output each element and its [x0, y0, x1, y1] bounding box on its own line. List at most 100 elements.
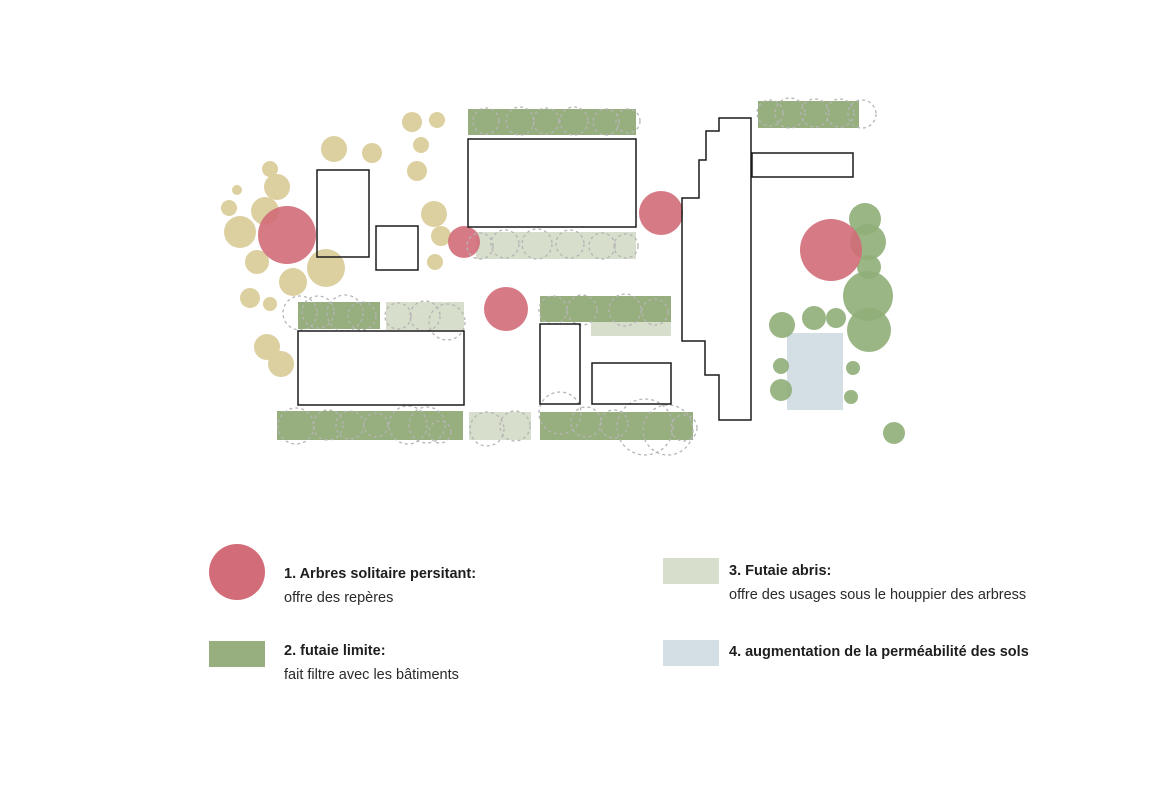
legend-description: offre des usages sous le houppier des ar… [729, 587, 1027, 603]
canopy-outline [592, 108, 620, 136]
legend-description: fait filtre avec les bâtiments [284, 667, 459, 683]
beige-tree [421, 201, 447, 227]
green-tree [844, 390, 858, 404]
canopy-outline [800, 98, 830, 128]
building [467, 138, 637, 228]
beige-tree [262, 161, 278, 177]
green-trees-layer [769, 203, 905, 444]
beige-tree [232, 185, 242, 195]
canopy-outline [599, 409, 629, 439]
limit-forest-band [540, 412, 693, 440]
buildings-layer [297, 117, 854, 421]
limit-forest-band [758, 101, 859, 128]
canopy-outline [532, 107, 560, 135]
tree-canopy-outlines-layer [277, 97, 877, 456]
canopy-outline [363, 412, 389, 438]
beige-tree [224, 216, 256, 248]
green-tree [802, 306, 826, 330]
shelter-forest-band [469, 412, 531, 440]
canopy-outline [642, 404, 694, 456]
legend-description: offre des repères [284, 590, 394, 606]
beige-tree [413, 137, 429, 153]
canopy-outline [466, 232, 494, 260]
green-tree [843, 271, 893, 321]
beige-tree [307, 249, 345, 287]
canopy-outline [538, 391, 582, 435]
legend-title: 1. Arbres solitaire persitant: [284, 566, 477, 582]
beige-tree [279, 268, 307, 296]
legend-title: 2. futaie limite: [284, 643, 386, 659]
beige-tree [427, 254, 443, 270]
canopy-outline [282, 295, 318, 331]
canopy-outline [566, 294, 598, 326]
limit-forest-band [298, 302, 380, 329]
legend-swatch-shelter-forest [663, 558, 719, 584]
building [297, 330, 465, 406]
beige-tree [362, 143, 382, 163]
legend-swatch-solitary-tree [209, 544, 265, 600]
beige-tree [240, 288, 260, 308]
canopy-outline [505, 106, 535, 136]
legend-title: 3. Futaie abris: [729, 563, 832, 579]
canopy-outline [521, 228, 553, 260]
green-tree [883, 422, 905, 444]
canopy-outline [490, 229, 520, 259]
solitary-trees-layer [258, 191, 862, 331]
canopy-outline [472, 107, 500, 135]
canopy-outline [388, 405, 428, 445]
beige-trees-layer [221, 112, 451, 377]
shelter-forest-band [386, 302, 464, 330]
beige-tree [245, 250, 269, 274]
beige-tree [268, 351, 294, 377]
canopy-outline [670, 414, 698, 442]
canopy-outline [613, 233, 639, 259]
canopy-outline [277, 407, 315, 445]
beige-tree [407, 161, 427, 181]
green-tree [846, 361, 860, 375]
canopy-outline [301, 295, 335, 329]
canopy-outline [825, 98, 855, 128]
green-tree [847, 308, 891, 352]
beige-tree [429, 112, 445, 128]
building [375, 225, 419, 271]
canopy-outline [347, 301, 377, 331]
solitary-tree [484, 287, 528, 331]
canopy-outline [616, 398, 674, 456]
legend-title: 4. augmentation de la perméabilité des s… [729, 644, 1029, 660]
legend-swatch-limit-forest [209, 641, 265, 667]
canopy-outline [384, 302, 412, 330]
green-tree [773, 358, 789, 374]
shelter-forest-layer [386, 232, 671, 440]
building [316, 169, 370, 258]
beige-tree [402, 112, 422, 132]
canopy-outline [499, 410, 531, 442]
main-building [681, 117, 752, 421]
green-tree [769, 312, 795, 338]
beige-tree [321, 136, 347, 162]
canopy-outline [469, 411, 505, 447]
canopy-outline [588, 232, 616, 260]
canopy-outline [615, 108, 641, 134]
permeable-surface [787, 333, 843, 410]
beige-tree [431, 226, 451, 246]
beige-tree [221, 200, 237, 216]
solitary-tree [258, 206, 316, 264]
canopy-outline [538, 295, 568, 325]
building [751, 152, 854, 178]
canopy-outline [408, 406, 446, 444]
limit-forest-band [540, 296, 671, 322]
permeable-surface-layer [787, 333, 843, 410]
canopy-outline [555, 229, 585, 259]
legend-swatch-permeability [663, 640, 719, 666]
canopy-outline [428, 420, 452, 444]
green-tree [770, 379, 792, 401]
canopy-outline [847, 99, 877, 129]
green-tree [826, 308, 846, 328]
canopy-outline [409, 300, 441, 332]
canopy-outline [312, 409, 344, 441]
shelter-forest-band [591, 322, 671, 336]
building [539, 323, 581, 405]
canopy-outline [559, 106, 589, 136]
solitary-tree [639, 191, 683, 235]
canopy-outline [570, 406, 602, 438]
